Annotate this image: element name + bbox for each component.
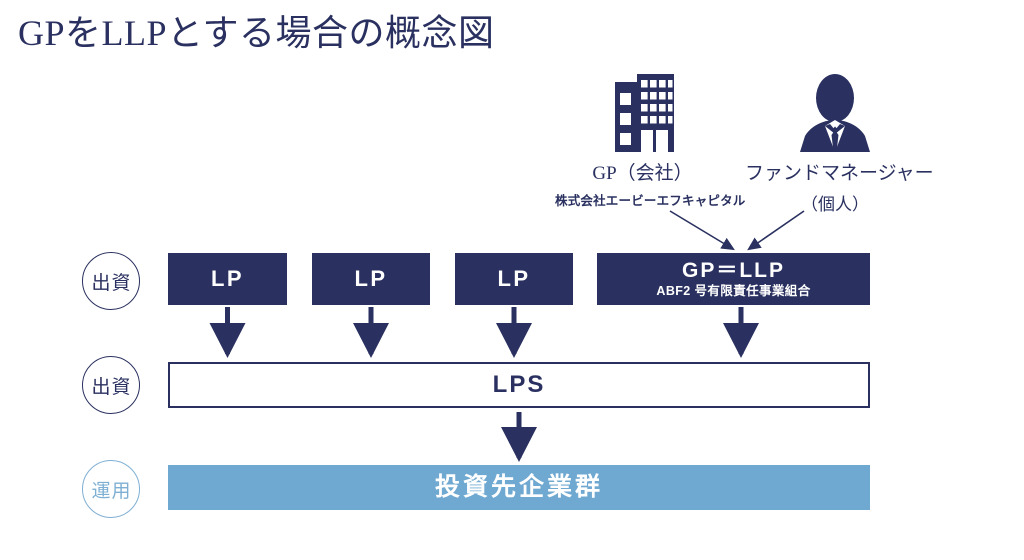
arrow-fm-to-llp: [747, 210, 805, 251]
portfolio-label: 投資先企業群: [434, 473, 603, 501]
portfolio-companies-bar: 投資先企業群: [168, 465, 870, 510]
entity-label: ファンドマネージャー: [745, 163, 934, 184]
lp-label: LP: [354, 266, 388, 291]
lp-box: LP: [455, 253, 573, 305]
lp-label: LP: [210, 266, 245, 291]
page-title: GPをLLPとする場合の概念図: [18, 13, 495, 53]
entity-gp-company: GP（会社） 株式会社エービーエフキャピタル: [555, 74, 746, 209]
entity-sublabel: （個人）: [801, 195, 869, 214]
gp-llp-box: GP＝LLP ABF2 号有限責任事業組合: [597, 253, 870, 305]
stage-badge-funding-2: 出資: [82, 356, 140, 414]
lp-box: LP: [168, 253, 287, 305]
lp-box: LP: [312, 253, 430, 305]
stage-badge-funding-1: 出資: [82, 252, 140, 310]
entity-label: GP（会社）: [592, 163, 693, 184]
gp-llp-title: GP＝LLP: [681, 259, 785, 283]
arrow-gp-to-llp: [669, 210, 735, 251]
entity-fund-manager: ファンドマネージャー （個人）: [745, 74, 934, 215]
office-building-icon: [555, 74, 730, 152]
stage-badge-operation: 運用: [82, 460, 140, 518]
gp-llp-sublabel: ABF2 号有限責任事業組合: [656, 284, 811, 299]
entity-sublabel: 株式会社エービーエフキャピタル: [555, 194, 746, 208]
lp-label: LP: [497, 266, 531, 291]
lps-box: LPS: [168, 362, 870, 408]
businessman-avatar-icon: [745, 74, 925, 152]
lps-label: LPS: [492, 371, 546, 398]
